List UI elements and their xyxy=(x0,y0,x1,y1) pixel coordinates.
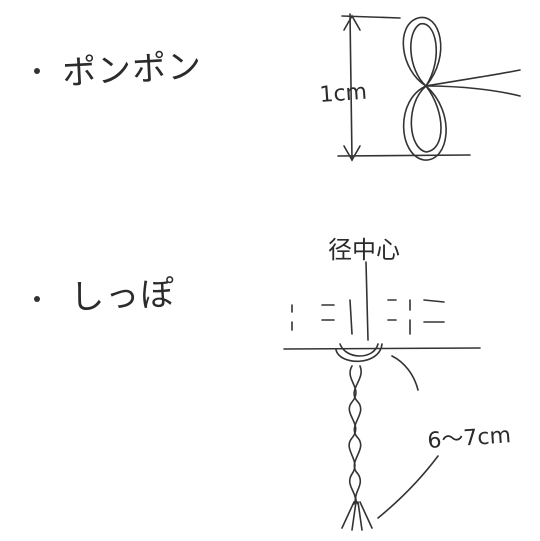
pompom-bullet xyxy=(34,68,40,74)
tail-sketch xyxy=(283,261,481,531)
pompom-size-label: 1cm xyxy=(319,80,368,108)
pompom-sketch xyxy=(337,13,521,162)
tail-length-label: 6〜7cm xyxy=(427,423,512,454)
tail-bullet xyxy=(34,296,40,302)
tail-center-label: 径中心 xyxy=(328,236,400,264)
